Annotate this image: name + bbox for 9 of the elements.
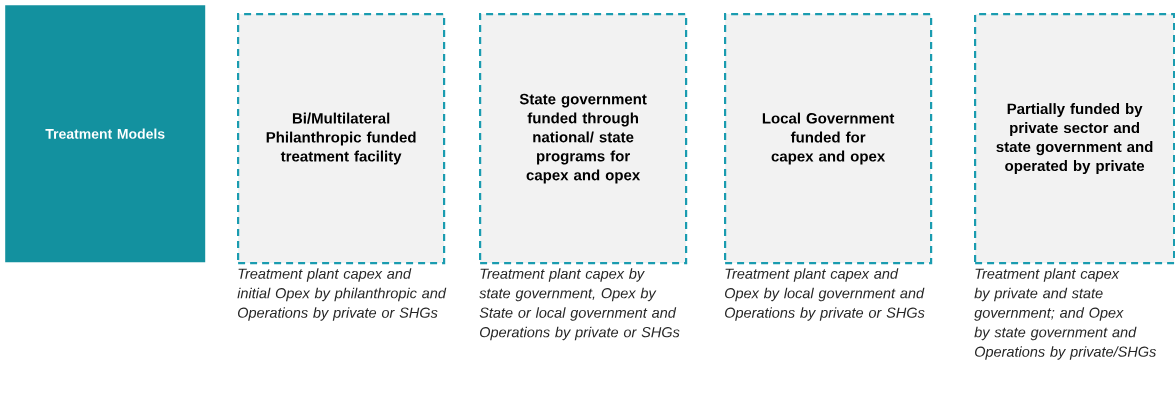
description-text: Treatment plant capex and Opex by local government and Operations by private or SHGs — [725, 268, 925, 321]
model-box: Bi/Multilateral Philanthropic funded treatment facility — [237, 13, 446, 265]
model-box: Partially funded by private sector and state government and operated by private — [974, 13, 1175, 265]
description-text: Treatment plant capex by private and state government; and Opex by state government and Operations by private/SHGs — [974, 268, 1157, 360]
description-text: Treatment plant capex and initial Opex by philanthropic and Operations by private or SHGs — [237, 268, 447, 321]
model-box: Local Government funded for capex and opex — [724, 13, 933, 265]
description-text: Treatment plant capex by state government, Opex by State or local government and Operations by private or SHGs — [479, 268, 680, 341]
category-box: Treatment Models — [5, 5, 206, 263]
model-box: State government funded through national/ state programs for capex and opex — [479, 13, 688, 265]
